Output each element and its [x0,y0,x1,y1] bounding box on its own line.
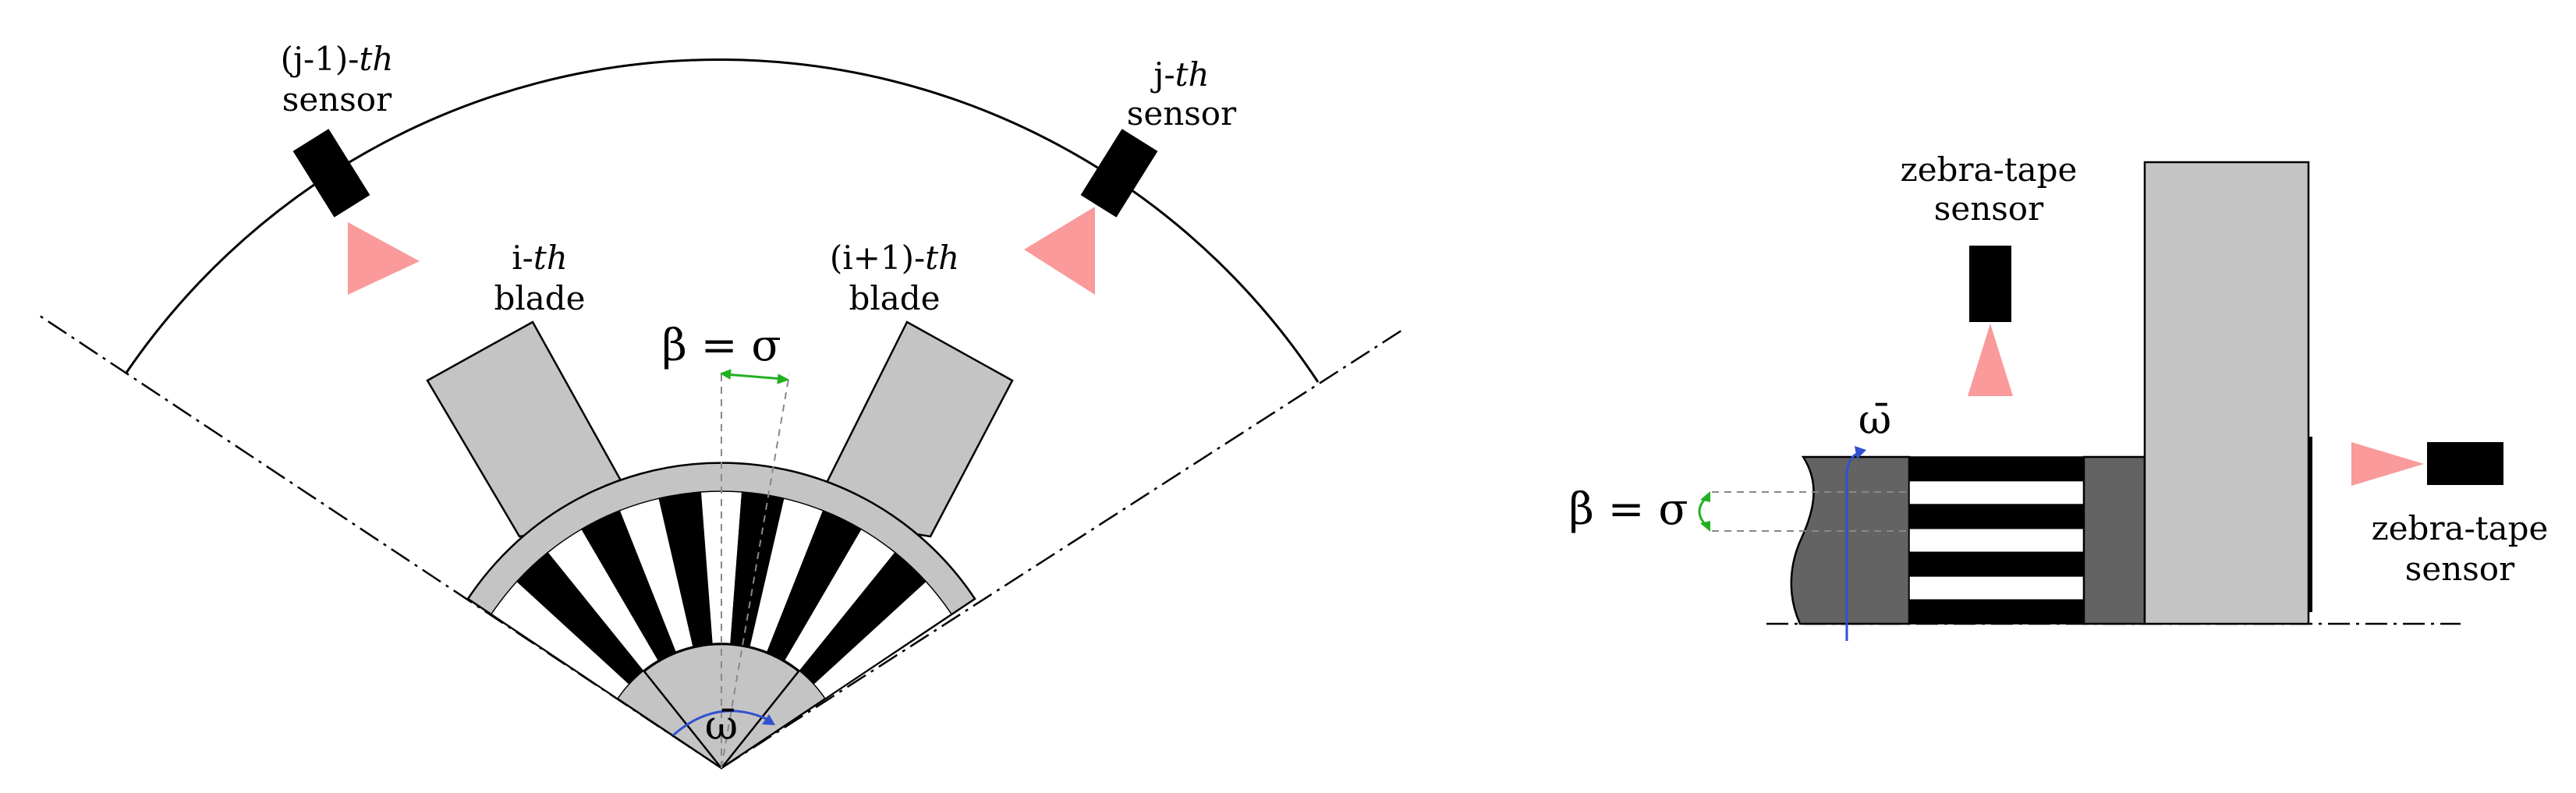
rotation-arrow [672,710,775,737]
blade-side [2143,161,2310,625]
label-blade-i: i-th [512,239,568,277]
label-side-sensor-line2: sensor [2405,550,2515,588]
sector-boundary-left [37,313,722,770]
pitch-marker [719,369,790,384]
shaft [1790,455,1911,625]
hub [643,643,800,770]
zebra-band-stripe [1908,480,2085,505]
label-blade-i-plus-1: (i+1)-th [830,239,959,277]
label-blade-i-line2: blade [494,279,585,317]
zebra-band-stripe [1908,527,2085,554]
blade-i-plus-1 [808,320,1014,538]
zebra-sensor-side [2427,442,2503,485]
sensor-beam-j-minus-1 [348,222,420,295]
pitch-label-side: β = σ [1568,484,1688,535]
omega-label-front: ω̄ [705,703,738,749]
zebra-band-stripe [1908,599,2085,625]
band-pitch-marker [1698,491,1710,532]
disk-collar [2082,455,2146,625]
label-top-sensor-line1: zebra-tape [1901,150,2078,189]
sensor-j-minus-1 [292,129,420,295]
sector-boundary-right [721,327,1405,770]
zebra-sensor-top [1969,246,2011,322]
label-sensor-j-minus-1: (j-1)-th [281,40,394,78]
label-blade-i-plus-1-line2: blade [849,279,940,317]
zebra-band-stripe [1908,504,2085,529]
band-rotation-arrow [1845,446,1866,641]
zebra-band-stripe [1908,575,2085,601]
side-view-diagram: zebra-tape sensor zebra-tape sensor β = … [1568,150,2548,641]
sensor-beam-j [1024,207,1095,295]
omega-label-side: ω̄ [1858,397,1891,444]
front-view-diagram: (j-1)-th sensor j-th sensor i-th blade (… [37,40,1405,770]
label-sensor-j: j-th [1150,55,1209,94]
zebra-band-stripe [1908,551,2085,577]
label-side-sensor-line1: zebra-tape [2372,509,2549,547]
sensor-j [1024,129,1158,295]
zebra-sensor-side-beam [2351,442,2424,486]
pitch-guide-right [721,373,790,769]
label-sensor-j-line2: sensor [1127,94,1237,133]
zebra-band-stripe [1908,456,2085,482]
label-sensor-j-minus-1-line2: sensor [282,80,392,119]
zebra-sensor-top-beam [1968,324,2013,396]
casing-arc [125,58,1320,383]
pitch-label-front: β = σ [661,320,781,371]
label-top-sensor-line2: sensor [1934,189,2044,228]
zebra-tape-band [1908,456,2085,625]
zebra-stripe [813,580,953,700]
zebra-stripe-fan [490,490,953,700]
